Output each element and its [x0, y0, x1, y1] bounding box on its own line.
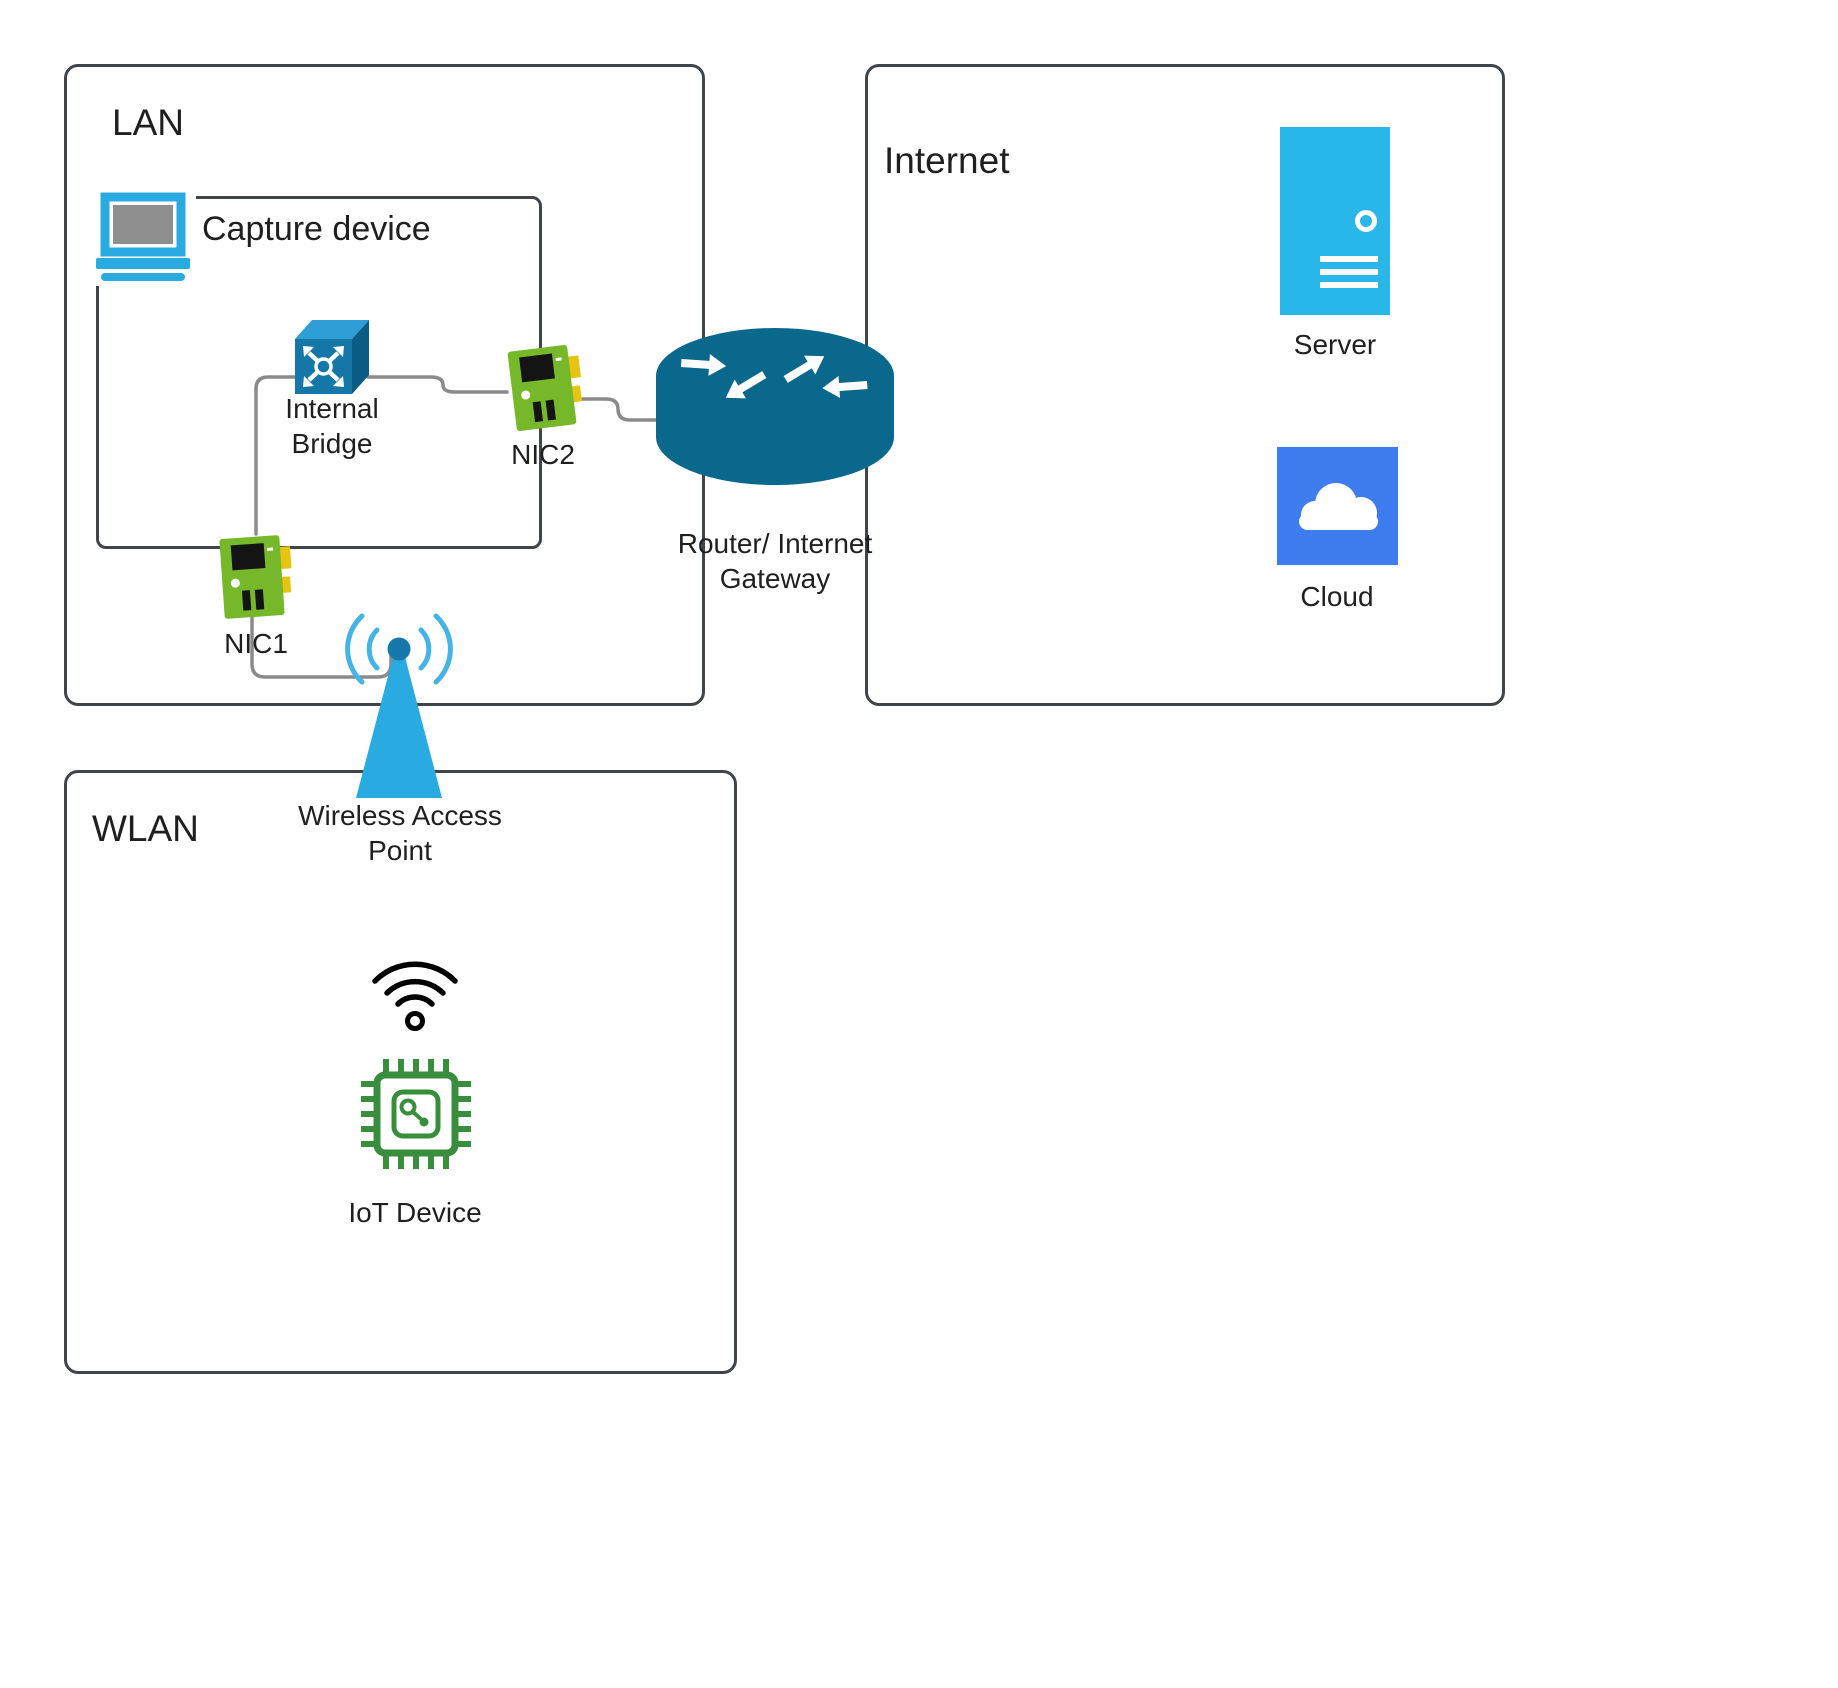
laptop-icon: [90, 190, 196, 286]
router-icon: [656, 328, 894, 485]
nic1-icon: [219, 534, 295, 619]
wireless-access-point-icon: [345, 613, 453, 798]
lan-label: LAN: [112, 102, 184, 143]
iot-chip-icon: [361, 1059, 471, 1169]
server-icon: [1280, 127, 1390, 315]
internal-bridge-icon: [295, 320, 369, 394]
edge-nic2-router: [576, 397, 664, 422]
iot-device-label: IoT Device: [348, 1197, 482, 1228]
internet-label: Internet: [884, 140, 1010, 181]
cloud-icon: [1277, 447, 1398, 565]
wireless-access-point-label: Wireless Access Point: [298, 800, 502, 866]
edge-bridge-nic1: [254, 375, 298, 536]
server-label: Server: [1293, 329, 1377, 360]
edge-bridge-nic2: [366, 375, 509, 394]
wifi-signal-icon: [372, 961, 458, 1031]
cloud-label: Cloud: [1300, 581, 1374, 612]
router-label: Router/ Internet Gateway: [677, 528, 873, 594]
wlan-label: WLAN: [92, 808, 199, 849]
capture-device-label: Capture device: [202, 210, 431, 248]
internal-bridge-label: Internal Bridge: [285, 393, 379, 459]
nic2-icon: [507, 343, 587, 432]
nic2-label: NIC2: [511, 439, 575, 470]
nic1-label: NIC1: [224, 628, 288, 659]
